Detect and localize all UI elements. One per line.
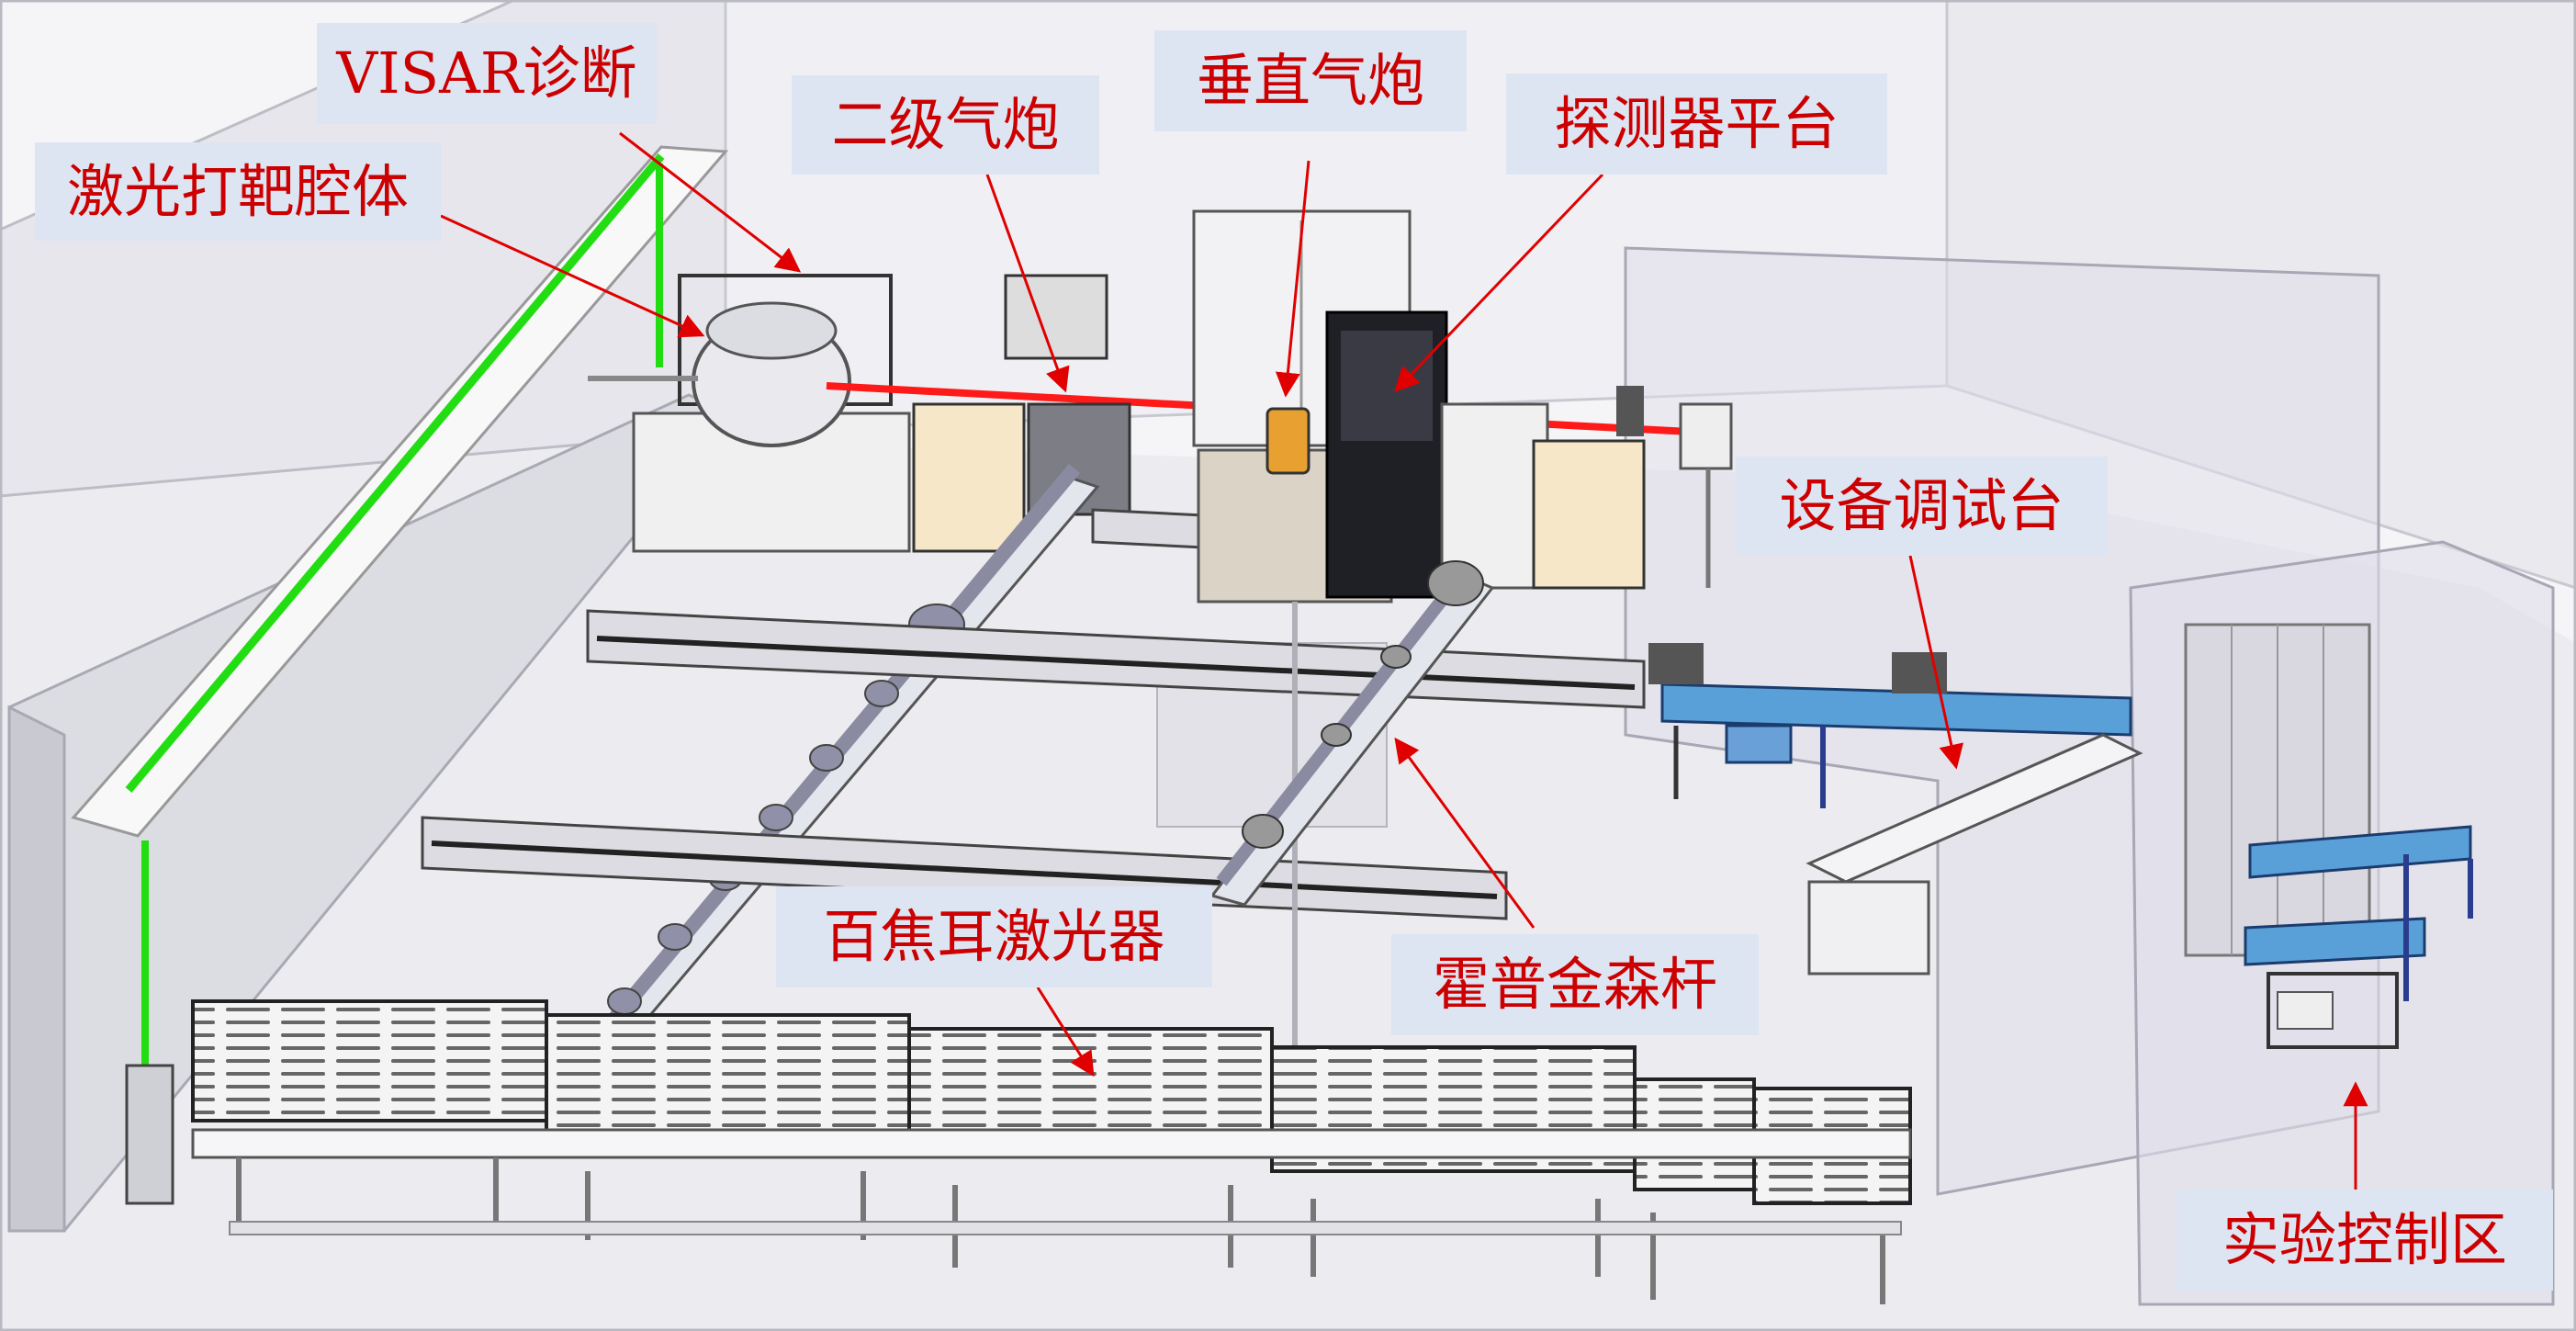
label-equipment-debug-table: 设备调试台: [1736, 457, 2108, 556]
petawatt-laser-arrow: [1036, 987, 1095, 1077]
label-laser-target-chamber: 激光打靶腔体: [35, 142, 441, 241]
detector-platform-arrow: [1394, 173, 1604, 392]
label-two-stage-gas-gun: 二级气炮: [792, 75, 1099, 175]
visar-arrow: [619, 131, 802, 273]
control-room-equipment: [2184, 623, 2473, 1049]
chamber-arrow: [440, 214, 705, 338]
right-table-stand: [1532, 439, 1646, 590]
label-petawatt-laser: 百焦耳激光器: [776, 886, 1212, 987]
two-stage-gas-gun-arrow: [985, 174, 1070, 393]
label-experiment-control-area: 实验控制区: [2177, 1190, 2553, 1291]
visar-green-beam: [125, 153, 665, 793]
debug-table-arrow: [1908, 555, 1964, 770]
vertical-gas-gun-arrow: [1275, 160, 1310, 398]
callout-arrows: [440, 131, 2368, 1190]
label-detector-platform: 探测器平台: [1506, 73, 1887, 175]
hopkinson-bar-arrow: [1394, 737, 1535, 929]
label-vertical-gas-gun: 垂直气炮: [1154, 30, 1467, 131]
vertical-gas-gun-vessel: [1266, 407, 1310, 475]
gas-gun-stand-left: [912, 402, 1026, 553]
label-hopkinson-bar: 霍普金森杆: [1391, 934, 1759, 1035]
visar-detector-stand: [125, 1064, 174, 1205]
label-visar-diagnostics: VISAR诊断: [317, 23, 657, 124]
